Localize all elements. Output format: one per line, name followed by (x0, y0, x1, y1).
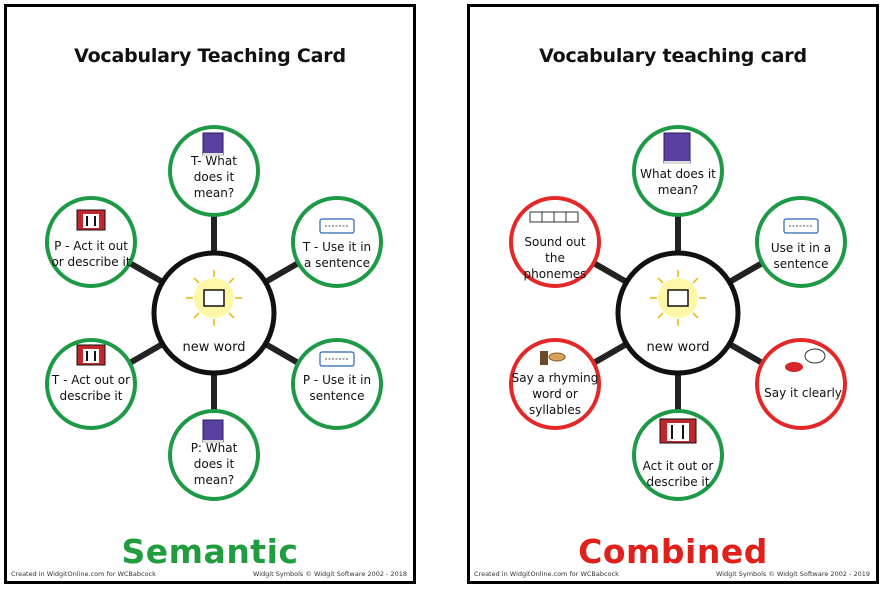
node-ring (755, 196, 847, 288)
node-ring (291, 196, 383, 288)
speech-bubble-icon (319, 351, 355, 367)
footer-copyright: Widgit Symbols © Widgit Software 2002 - … (252, 570, 407, 578)
semantic-diagram (45, 125, 383, 501)
theatre-icon (659, 418, 697, 444)
node-ring (632, 125, 724, 217)
footer-copyright: Widgit Symbols © Widgit Software 2002 - … (715, 570, 870, 578)
footer-credit: Created in WidgitOnline.com for WCBabcoc… (11, 570, 156, 578)
node-ring (168, 409, 260, 501)
speech-bubble-icon (319, 218, 355, 234)
node-label: P - Act it out or describe it (51, 239, 131, 269)
outer-nodes (45, 125, 383, 501)
node-label: T - Act out or describe it (51, 373, 131, 403)
book-icon (202, 419, 224, 443)
theatre-icon (76, 344, 106, 366)
center-label: new word (182, 340, 246, 355)
theatre-icon (76, 209, 106, 231)
node-ring (509, 338, 601, 430)
card-category-label: Semantic (121, 532, 299, 571)
card-title: Vocabulary Teaching Card (74, 45, 346, 67)
card-category-label: Combined (578, 532, 768, 571)
speech-bubble-icon (783, 218, 819, 234)
node-ring (291, 338, 383, 430)
mouth-speech-icon (785, 348, 826, 372)
node-ring (168, 125, 260, 217)
node-label: What does it mean? (640, 167, 716, 197)
node-label: Use it in a sentence (770, 241, 832, 271)
phoneme-boxes-icon (529, 211, 579, 223)
node-ring (45, 196, 137, 288)
node-ring (755, 338, 847, 430)
combined-card: Vocabulary teaching card (467, 4, 879, 584)
footer-credit: Created in WidgitOnline.com for WCBabcoc… (474, 570, 619, 578)
center-label: new word (646, 340, 710, 355)
rhyme-icon (540, 351, 566, 365)
book-icon (202, 132, 224, 156)
combined-diagram (509, 125, 847, 501)
node-label: Say it clearly (764, 386, 842, 400)
node-ring (632, 409, 724, 501)
node-label: Say a rhyming word or syllables (511, 371, 599, 417)
book-icon (663, 132, 691, 164)
node-label: P: What does it mean? (190, 441, 238, 487)
semantic-card: Vocabulary Teaching Card (4, 4, 416, 584)
node-label: T - Use it in a sentence (302, 240, 372, 270)
sun-icon (186, 270, 242, 326)
node-label: P - Use it in sentence (302, 373, 372, 403)
card-title: Vocabulary teaching card (539, 45, 807, 67)
node-label: Act it out or describe it (642, 459, 714, 489)
node-ring (45, 338, 137, 430)
sun-icon (650, 270, 706, 326)
node-label: Sound out the phonemes (523, 235, 587, 281)
node-label: T- What does it mean? (191, 154, 237, 200)
